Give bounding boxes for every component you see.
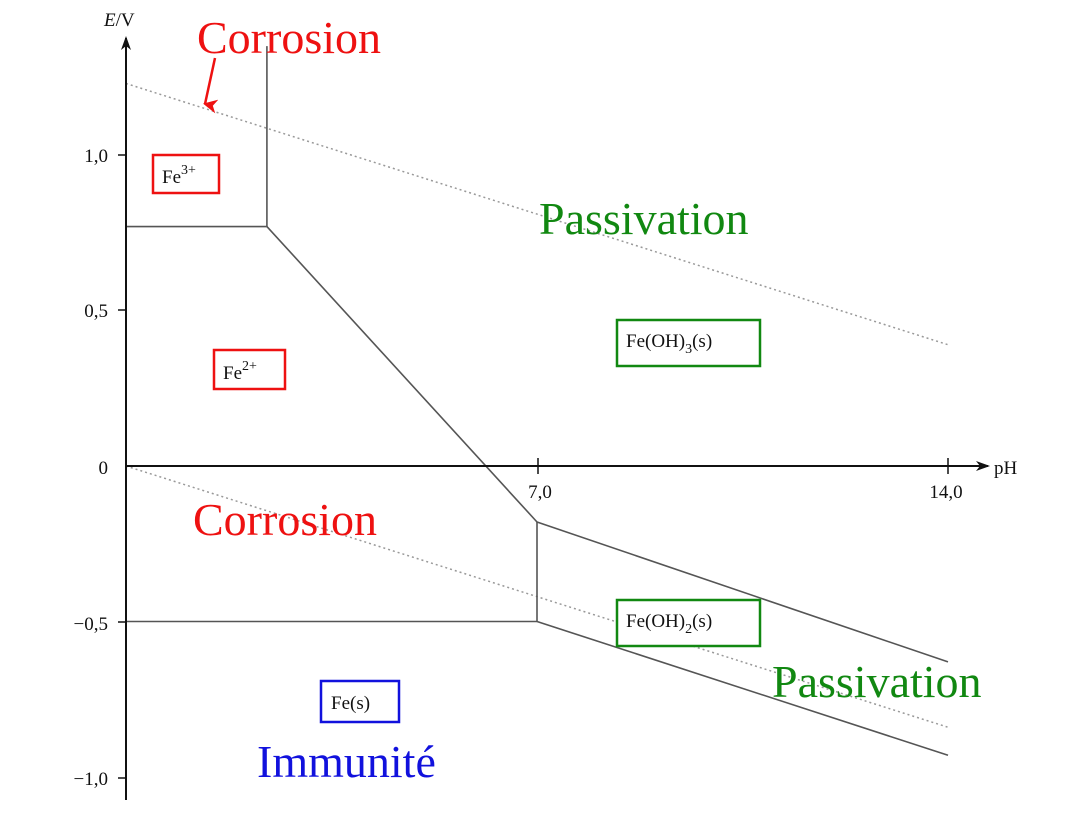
- water-stability-line: [125, 82, 949, 346]
- y-tick-label: −1,0: [74, 769, 108, 790]
- fe3-box: [151, 153, 221, 195]
- fes-box: [319, 679, 401, 724]
- fes-label: Fe(s): [331, 693, 370, 714]
- y-tick-label: −0,5: [74, 614, 108, 635]
- feoh2-box: [615, 598, 762, 648]
- fe3-label: Fe3+: [162, 163, 196, 188]
- water-lines: [125, 82, 949, 728]
- passivation-label-top: Passivation: [539, 193, 749, 244]
- boundary-line: [536, 521, 949, 663]
- boundary-line: [536, 620, 949, 756]
- feoh3-box: [615, 318, 762, 368]
- feoh3-label: Fe(OH)3(s): [626, 331, 712, 357]
- feoh2-label: Fe(OH)2(s): [626, 611, 712, 637]
- boundary-lines: [126, 46, 949, 756]
- fe2-label: Fe2+: [223, 359, 257, 384]
- x-tick-label: 7,0: [528, 482, 552, 503]
- boundary-line: [266, 225, 538, 523]
- x-tick-label: 14,0: [929, 482, 962, 503]
- y-tick-label: 0: [99, 458, 109, 479]
- corrosion-arrow-icon: [203, 57, 219, 114]
- corrosion-label-top: Corrosion: [197, 12, 381, 63]
- passivation-label-bottom: Passivation: [772, 656, 982, 707]
- y-tick-label: 1,0: [84, 146, 108, 167]
- y-tick-label: 0,5: [84, 301, 108, 322]
- x-axis-title: pH: [994, 458, 1018, 479]
- fe2-box: [212, 348, 287, 391]
- y-axis-title: E/V: [103, 10, 135, 31]
- immunite-label: Immunité: [257, 736, 436, 787]
- corrosion-label-mid: Corrosion: [193, 494, 377, 545]
